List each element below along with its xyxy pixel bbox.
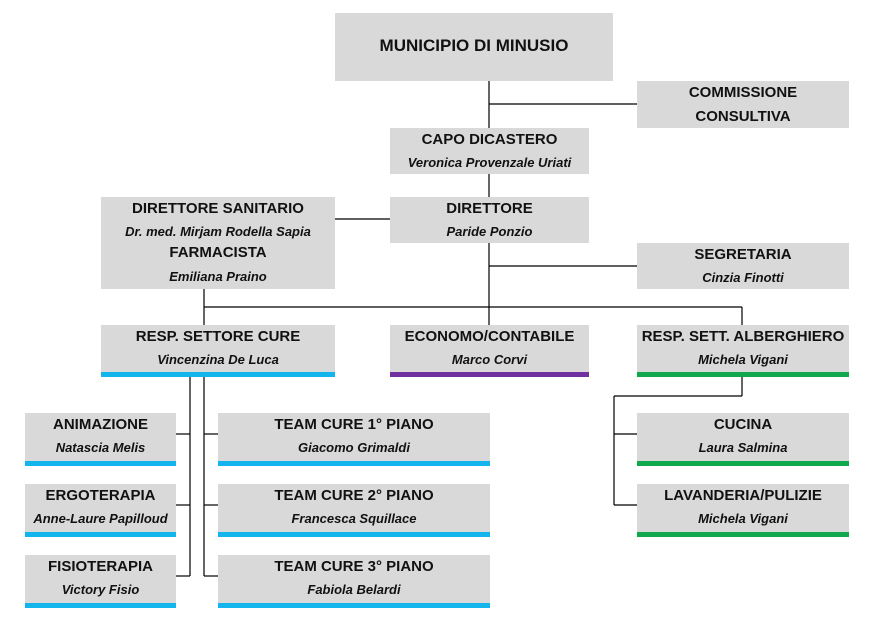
direttore-sanitario-box: DIRETTORE SANITARIO Dr. med. Mirjam Rode…: [101, 197, 335, 289]
capo-dicastero-name: Veronica Provenzale Uriati: [407, 155, 572, 170]
farmacista-title: FARMACISTA: [169, 244, 267, 261]
resp-settore-cure-name: Vincenzina De Luca: [157, 352, 279, 367]
team-cure-3-box: TEAM CURE 3° PIANO Fabiola Belardi: [218, 555, 490, 608]
direttore-title: DIRETTORE: [446, 200, 533, 217]
team-cure-2-title: TEAM CURE 2° PIANO: [274, 487, 434, 504]
capo-dicastero-title: CAPO DICASTERO: [421, 131, 558, 148]
resp-settore-cure-title: RESP. SETTORE CURE: [135, 328, 301, 345]
farmacista-name: Emiliana Praino: [169, 269, 267, 284]
commissione-box: COMMISSIONE CONSULTIVA: [637, 81, 849, 128]
ergoterapia-name: Anne-Laure Papilloud: [33, 511, 168, 526]
team-cure-3-title: TEAM CURE 3° PIANO: [274, 558, 434, 575]
cucina-name: Laura Salmina: [698, 440, 788, 455]
color-bar: [25, 603, 176, 608]
segretaria-name: Cinzia Finotti: [702, 270, 784, 285]
ergoterapia-title: ERGOTERAPIA: [45, 487, 156, 504]
team-cure-1-name: Giacomo Grimaldi: [298, 440, 410, 455]
animazione-title: ANIMAZIONE: [53, 416, 148, 433]
color-bar: [101, 372, 335, 377]
economo-box: ECONOMO/CONTABILE Marco Corvi: [390, 325, 589, 377]
resp-settore-cure-box: RESP. SETTORE CURE Vincenzina De Luca: [101, 325, 335, 377]
municipio-title: MUNICIPIO DI MINUSIO: [379, 36, 569, 55]
color-bar: [218, 532, 490, 537]
resp-alberghiero-box: RESP. SETT. ALBERGHIERO Michela Vigani: [637, 325, 849, 377]
municipio-box: MUNICIPIO DI MINUSIO: [335, 13, 613, 81]
animazione-box: ANIMAZIONE Natascia Melis: [25, 413, 176, 466]
team-cure-3-name: Fabiola Belardi: [307, 582, 401, 597]
color-bar: [637, 372, 849, 377]
color-bar: [25, 532, 176, 537]
color-bar: [637, 532, 849, 537]
direttore-sanitario-title: DIRETTORE SANITARIO: [132, 200, 304, 217]
segretaria-box: SEGRETARIA Cinzia Finotti: [637, 243, 849, 289]
cucina-title: CUCINA: [713, 416, 773, 433]
commissione-title-line1: COMMISSIONE: [688, 84, 798, 101]
commissione-title-line2: CONSULTIVA: [695, 108, 791, 125]
color-bar: [637, 461, 849, 466]
resp-alberghiero-name: Michela Vigani: [698, 352, 788, 367]
animazione-name: Natascia Melis: [55, 440, 146, 455]
lavanderia-name: Michela Vigani: [698, 511, 788, 526]
cucina-box: CUCINA Laura Salmina: [637, 413, 849, 466]
lavanderia-box: LAVANDERIA/PULIZIE Michela Vigani: [637, 484, 849, 537]
color-bar: [390, 372, 589, 377]
ergoterapia-box: ERGOTERAPIA Anne-Laure Papilloud: [25, 484, 176, 537]
color-bar: [218, 461, 490, 466]
fisioterapia-name: Victory Fisio: [61, 582, 140, 597]
team-cure-1-box: TEAM CURE 1° PIANO Giacomo Grimaldi: [218, 413, 490, 466]
direttore-box: DIRETTORE Paride Ponzio: [390, 197, 589, 243]
economo-title: ECONOMO/CONTABILE: [404, 328, 575, 345]
fisioterapia-title: FISIOTERAPIA: [47, 558, 153, 575]
color-bar: [218, 603, 490, 608]
lavanderia-title: LAVANDERIA/PULIZIE: [664, 487, 822, 504]
resp-alberghiero-title: RESP. SETT. ALBERGHIERO: [641, 328, 845, 345]
direttore-sanitario-name: Dr. med. Mirjam Rodella Sapia: [125, 224, 311, 239]
capo-dicastero-box: CAPO DICASTERO Veronica Provenzale Uriat…: [390, 128, 589, 174]
color-bar: [25, 461, 176, 466]
fisioterapia-box: FISIOTERAPIA Victory Fisio: [25, 555, 176, 608]
direttore-name: Paride Ponzio: [446, 224, 533, 239]
economo-name: Marco Corvi: [451, 352, 528, 367]
team-cure-2-box: TEAM CURE 2° PIANO Francesca Squillace: [218, 484, 490, 537]
team-cure-1-title: TEAM CURE 1° PIANO: [274, 416, 434, 433]
team-cure-2-name: Francesca Squillace: [291, 511, 417, 526]
segretaria-title: SEGRETARIA: [694, 246, 792, 263]
